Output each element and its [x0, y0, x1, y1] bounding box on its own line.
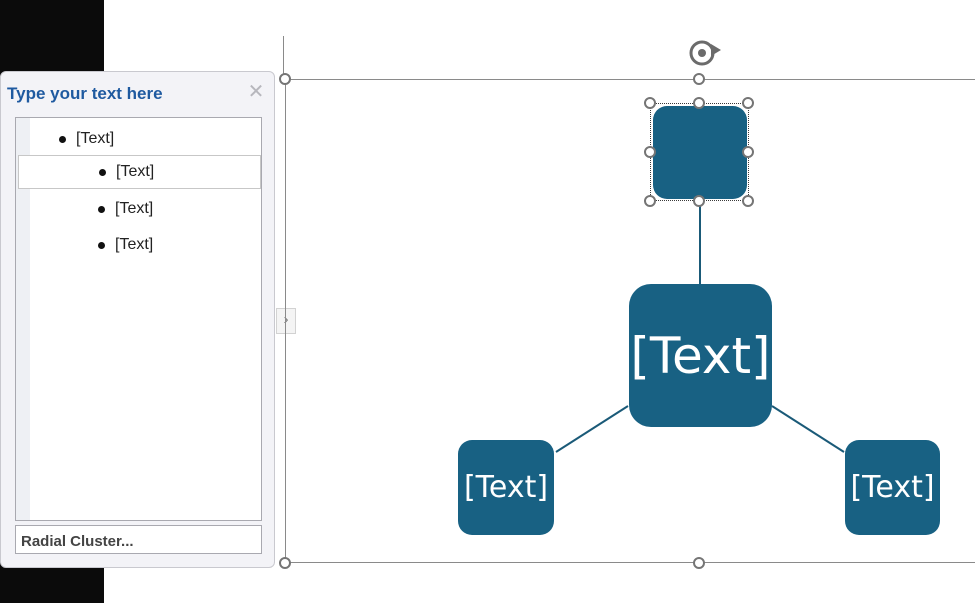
frame-handle-top[interactable]	[693, 73, 705, 85]
close-icon[interactable]: ✕	[247, 81, 265, 103]
bullet-dot-icon	[98, 242, 105, 249]
resize-handle-right[interactable]	[742, 146, 754, 158]
list-item[interactable]: [Text]	[16, 122, 261, 156]
connector-top	[699, 201, 701, 284]
selection-outline	[650, 103, 749, 201]
list-item-text[interactable]: [Text]	[76, 130, 115, 147]
list-item-text[interactable]: [Text]	[115, 200, 154, 217]
list-item[interactable]: [Text]	[16, 230, 261, 264]
bullet-dot-icon	[59, 136, 66, 143]
shape-label: [Text]	[463, 470, 549, 505]
list-item-selected[interactable]: [Text]	[18, 155, 261, 189]
right-shape[interactable]: [Text]	[845, 440, 940, 535]
bullet-list[interactable]: [Text] [Text] [Text] [Text]	[15, 117, 262, 521]
pane-title: Type your text here	[7, 84, 163, 103]
smartart-frame[interactable]	[285, 79, 975, 563]
smartart-text-pane: Type your text here ✕ [Text] [Text] [Tex…	[0, 71, 275, 568]
frame-handle-top-left[interactable]	[279, 73, 291, 85]
bullet-dot-icon	[99, 169, 106, 176]
frame-handle-bottom-left[interactable]	[279, 557, 291, 569]
bullet-gutter	[16, 118, 30, 520]
resize-handle-left[interactable]	[644, 146, 656, 158]
resize-handle-bottom[interactable]	[693, 195, 705, 207]
slide-guide-line	[283, 36, 284, 80]
shape-label: [Text]	[850, 470, 935, 505]
rotate-handle-icon[interactable]	[684, 37, 722, 69]
resize-handle-top[interactable]	[693, 97, 705, 109]
frame-handle-bottom[interactable]	[693, 557, 705, 569]
list-item-text[interactable]: [Text]	[116, 163, 155, 180]
shape-label: [Text]	[630, 326, 771, 385]
left-shape[interactable]: [Text]	[458, 440, 554, 535]
bullet-dot-icon	[98, 206, 105, 213]
layout-name-link[interactable]: Radial Cluster...	[15, 525, 262, 554]
center-shape[interactable]: [Text]	[629, 284, 772, 427]
resize-handle-top-right[interactable]	[742, 97, 754, 109]
resize-handle-top-left[interactable]	[644, 97, 656, 109]
top-shape[interactable]	[653, 106, 747, 199]
chevron-right-icon[interactable]: ›	[276, 308, 296, 334]
list-item[interactable]: [Text]	[16, 194, 261, 228]
resize-handle-bottom-right[interactable]	[742, 195, 754, 207]
resize-handle-bottom-left[interactable]	[644, 195, 656, 207]
list-item-text[interactable]: [Text]	[115, 236, 154, 253]
